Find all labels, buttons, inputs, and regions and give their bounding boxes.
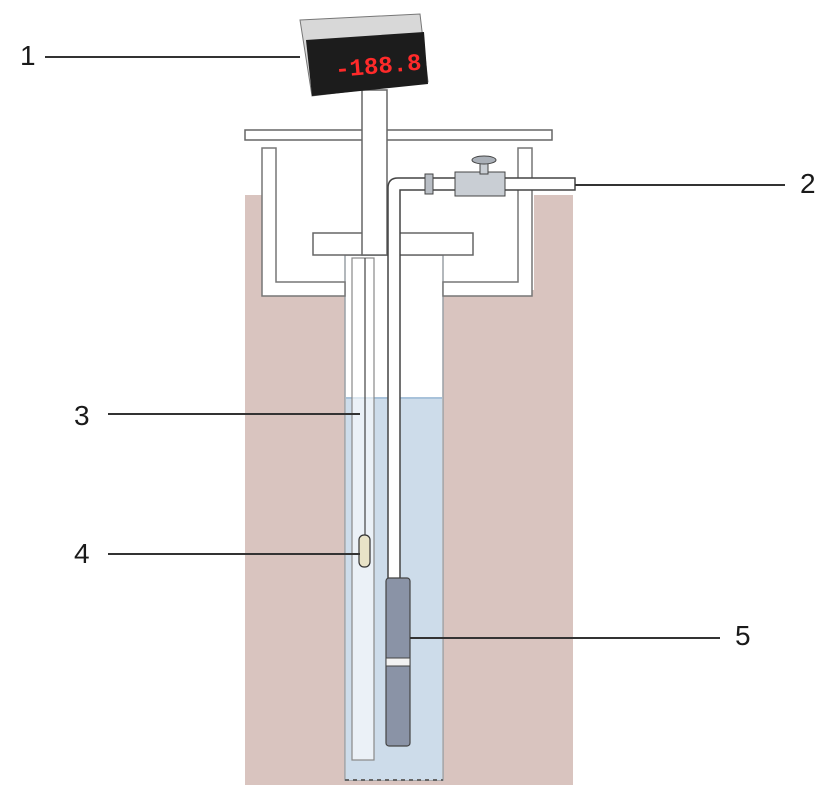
level-sensor bbox=[358, 534, 371, 568]
callout-label-2: 2 bbox=[800, 168, 816, 199]
display-face bbox=[306, 32, 428, 96]
callout-label-4: 4 bbox=[74, 538, 90, 569]
valve-handwheel-icon bbox=[471, 155, 497, 165]
digital-display: -188.8 bbox=[299, 13, 429, 97]
callout-label-1: 1 bbox=[20, 40, 36, 71]
display-mast bbox=[361, 89, 388, 256]
callout-label-3: 3 bbox=[74, 400, 90, 431]
top-plate bbox=[244, 129, 553, 141]
right-support-frame bbox=[442, 147, 533, 297]
left-support-frame bbox=[261, 147, 346, 297]
pump-band bbox=[385, 657, 411, 667]
valve-body bbox=[454, 171, 506, 197]
discharge-pipe bbox=[387, 177, 576, 581]
level-tube bbox=[351, 257, 375, 761]
callout-label-5: 5 bbox=[735, 620, 751, 651]
valve-flange-left bbox=[424, 173, 434, 195]
